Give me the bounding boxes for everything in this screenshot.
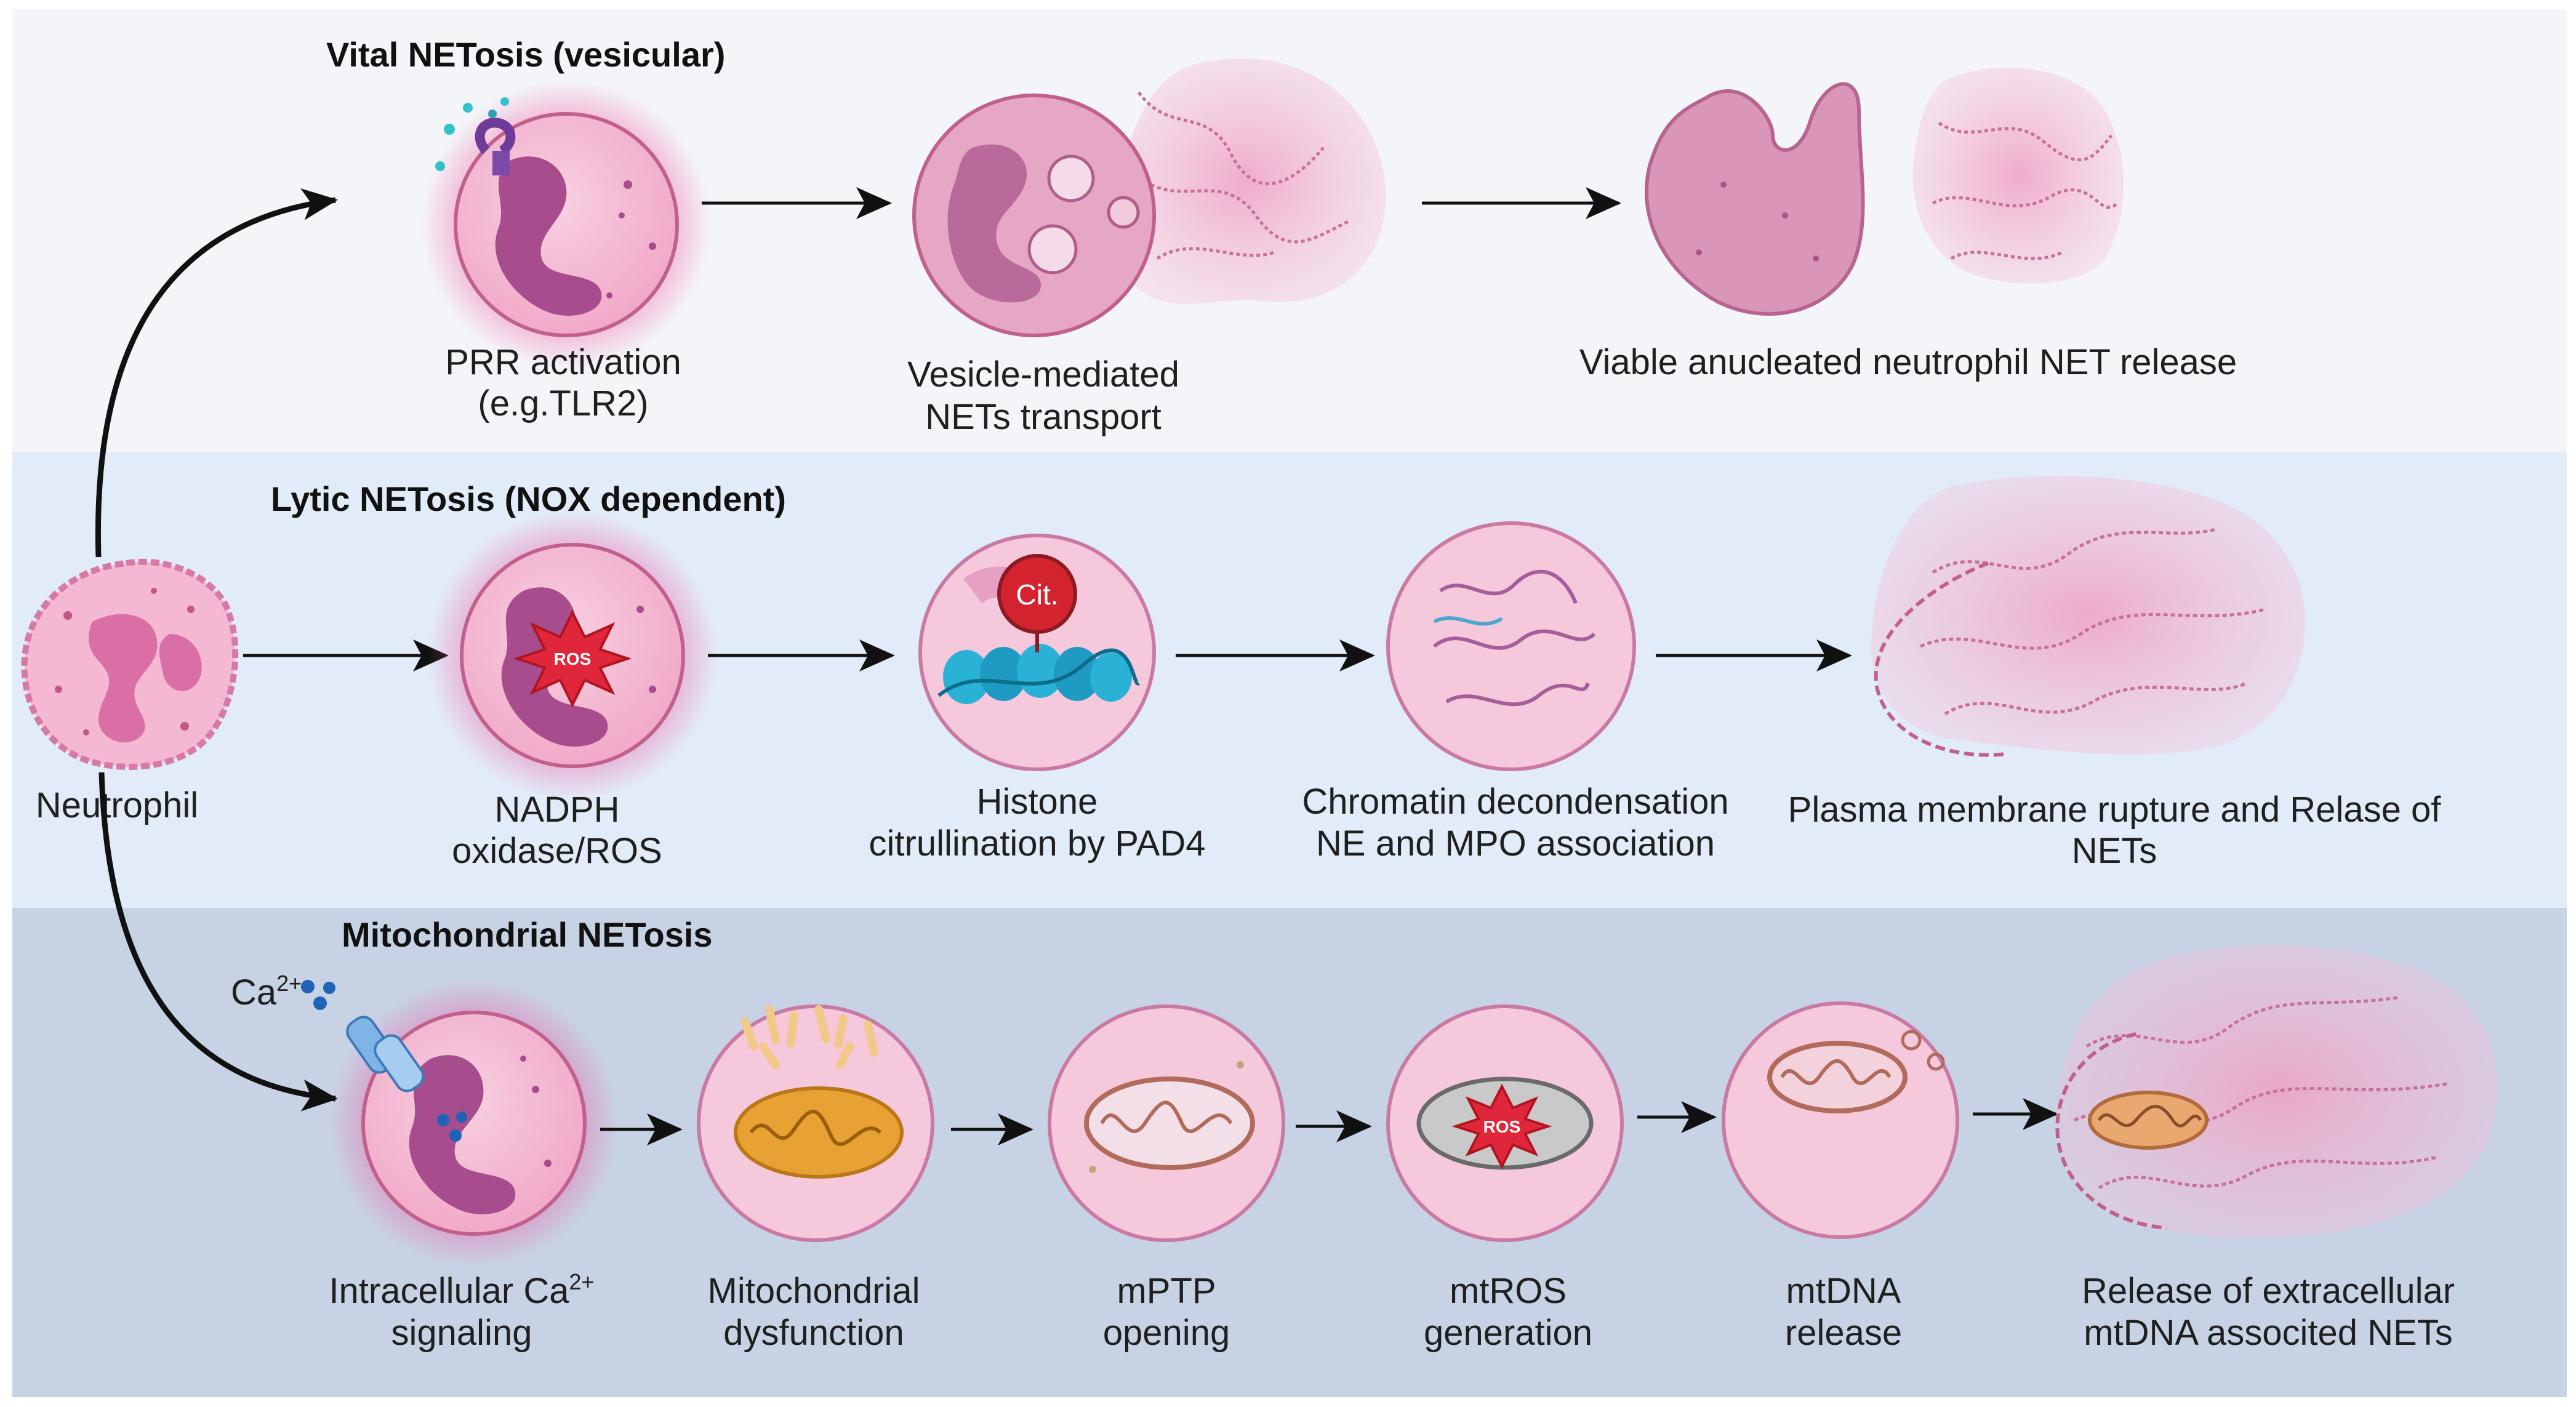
anucleated-neutrophil bbox=[1644, 82, 1865, 316]
mito-step6-line1: Release of extracellular bbox=[2082, 1271, 2455, 1311]
lytic-step1-line2: oxidase/ROS bbox=[452, 831, 662, 871]
mito-step2-line2: dysfunction bbox=[723, 1313, 904, 1353]
vital-step2-line1: Vesicle-mediated bbox=[907, 355, 1179, 395]
vesicle-transport-cell bbox=[912, 58, 1386, 337]
released-net-vital bbox=[1912, 67, 2124, 284]
svg-text:ROS: ROS bbox=[1483, 1117, 1521, 1136]
vital-step3-line1: Viable anucleated neutrophil NET release bbox=[1579, 342, 2237, 382]
mtdna-nets-release bbox=[2055, 945, 2498, 1239]
prr-activation-cell bbox=[422, 80, 711, 369]
ros-burst-icon: ROS bbox=[513, 609, 632, 708]
lytic-step4-line1: Plasma membrane rupture and Relase of bbox=[1788, 790, 2442, 830]
title-mitochondrial-netosis: Mitochondrial NETosis bbox=[342, 915, 713, 954]
mito-step4-line2: generation bbox=[1424, 1313, 1592, 1353]
mito-step3-line1: mPTP bbox=[1117, 1271, 1216, 1311]
arrow-to-vital bbox=[95, 188, 338, 558]
tlr-receptor-icon bbox=[435, 97, 516, 175]
mtros-burst-icon: ROS bbox=[1451, 1083, 1552, 1169]
svg-text:ROS: ROS bbox=[554, 649, 592, 668]
lytic-step2-line1: Histone bbox=[977, 782, 1098, 822]
mptp-opening-cell bbox=[1048, 1004, 1285, 1242]
vital-step1-line1: PRR activation bbox=[445, 342, 681, 382]
arrow-to-mito bbox=[98, 772, 338, 1112]
lytic-step2-line2: citrullination by PAD4 bbox=[869, 824, 1206, 864]
title-vital-netosis: Vital NETosis (vesicular) bbox=[326, 35, 725, 74]
mito-step5-line2: release bbox=[1785, 1313, 1902, 1353]
mito-step3-line2: opening bbox=[1103, 1313, 1230, 1353]
neutrophil-label: Neutrophil bbox=[36, 785, 198, 825]
lytic-step3-line2: NE and MPO association bbox=[1316, 824, 1715, 864]
mtdna-release-cell bbox=[1722, 1001, 1959, 1239]
mito-step5-line1: mtDNA bbox=[1786, 1271, 1901, 1311]
title-lytic-netosis: Lytic NETosis (NOX dependent) bbox=[271, 479, 786, 518]
vital-step2-line2: NETs transport bbox=[925, 397, 1162, 437]
membrane-rupture-net bbox=[1871, 476, 2305, 757]
histone-nucleosome-icon bbox=[937, 644, 1141, 704]
chromatin-decondensation-cell bbox=[1386, 521, 1636, 771]
mito-step1-line2: signaling bbox=[391, 1313, 532, 1353]
mito-step2-line1: Mitochondrial bbox=[708, 1271, 920, 1311]
citrulline-badge-icon: Cit. bbox=[997, 554, 1077, 652]
mito-step1-line1: Intracellular Ca2+ bbox=[329, 1269, 594, 1311]
svg-text:Cit.: Cit. bbox=[1016, 579, 1059, 611]
lytic-step3-line1: Chromatin decondensation bbox=[1302, 782, 1728, 822]
calcium-ion-label: Ca2+ bbox=[231, 971, 302, 1012]
lytic-step1-line1: NADPH bbox=[494, 790, 619, 830]
calcium-channel-icon bbox=[301, 980, 467, 1142]
mitochondrial-dysfunction-cell bbox=[697, 1004, 934, 1242]
lytic-step4-line2: NETs bbox=[2072, 831, 2157, 871]
mito-step4-line1: mtROS bbox=[1450, 1271, 1567, 1311]
neutrophil-cell bbox=[21, 558, 239, 770]
vital-step1-line2: (e.g.TLR2) bbox=[478, 383, 648, 423]
mito-step6-line2: mtDNA associted NETs bbox=[2084, 1313, 2453, 1353]
